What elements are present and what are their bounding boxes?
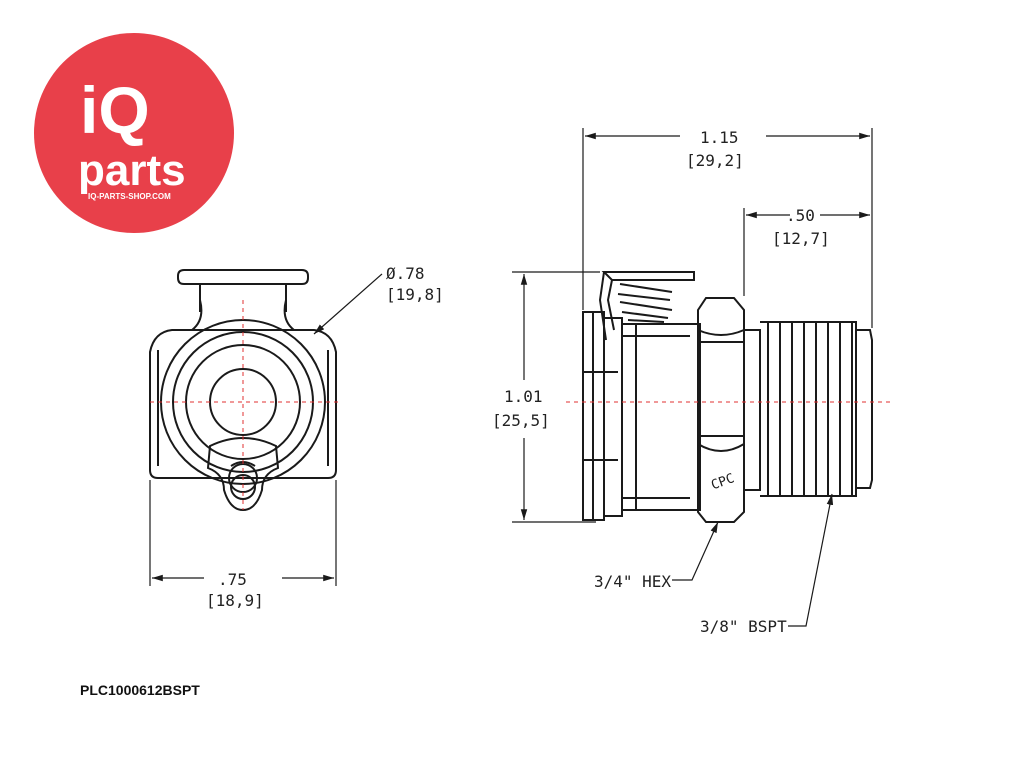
hex-size-label: 3/4" HEX [594,572,671,591]
front-dimensions [149,273,383,586]
side-view [582,271,873,523]
svg-text:parts: parts [78,146,186,195]
thread-length-inch: .50 [786,206,815,225]
front-width-mm: [18,9] [206,591,264,610]
front-centerlines [150,300,340,510]
front-width-inch: .75 [218,570,247,589]
front-diameter-inch: Ø.78 [386,264,425,283]
iq-parts-logo: iQ parts IQ-PARTS-SHOP.COM [34,33,234,233]
side-length-mm: [29,2] [686,151,744,170]
thread-size-label: 3/8" BSPT [700,617,787,636]
side-dimensions [512,128,873,627]
side-height-mm: [25,5] [492,411,550,430]
svg-text:IQ-PARTS-SHOP.COM: IQ-PARTS-SHOP.COM [88,192,171,201]
part-number: PLC1000612BSPT [80,682,200,698]
thread-length-mm: [12,7] [772,229,830,248]
side-length-inch: 1.15 [700,128,739,147]
body-marking: CPC [709,471,736,493]
side-height-inch: 1.01 [504,387,543,406]
front-diameter-mm: [19,8] [386,285,444,304]
svg-text:iQ: iQ [80,73,150,147]
